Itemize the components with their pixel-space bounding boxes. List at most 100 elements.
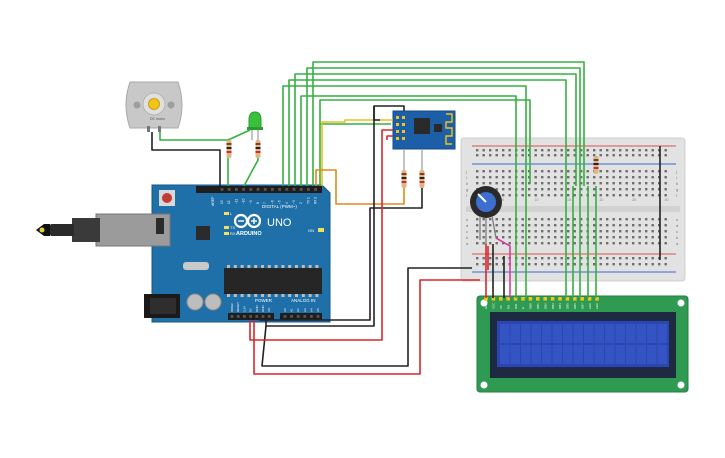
rail-hole[interactable]: [476, 257, 479, 260]
rail-hole[interactable]: [638, 257, 641, 260]
breadboard-hole[interactable]: [534, 236, 537, 239]
breadboard-hole[interactable]: [560, 236, 563, 239]
breadboard-hole[interactable]: [664, 236, 667, 239]
breadboard-hole[interactable]: [476, 242, 479, 245]
breadboard-hole[interactable]: [567, 188, 570, 191]
breadboard-hole[interactable]: [541, 242, 544, 245]
breadboard-hole[interactable]: [502, 224, 505, 227]
rail-hole[interactable]: [495, 263, 498, 266]
breadboard-hole[interactable]: [645, 230, 648, 233]
breadboard-hole[interactable]: [489, 236, 492, 239]
lcd-pin[interactable]: [565, 297, 570, 301]
breadboard-hole[interactable]: [521, 188, 524, 191]
rail-hole[interactable]: [521, 154, 524, 157]
breadboard-hole[interactable]: [619, 194, 622, 197]
breadboard-hole[interactable]: [482, 182, 485, 185]
breadboard-hole[interactable]: [612, 218, 615, 221]
wire-esp-divider[interactable]: [315, 169, 405, 205]
breadboard-hole[interactable]: [489, 170, 492, 173]
analog-pin[interactable]: [296, 315, 300, 318]
breadboard-hole[interactable]: [567, 182, 570, 185]
breadboard-hole[interactable]: [489, 230, 492, 233]
digital-pin[interactable]: [242, 188, 245, 191]
breadboard-hole[interactable]: [567, 236, 570, 239]
wire-esp-en[interactable]: [386, 135, 393, 140]
breadboard-hole[interactable]: [619, 236, 622, 239]
rail-hole[interactable]: [573, 154, 576, 157]
rail-hole[interactable]: [645, 257, 648, 260]
breadboard-hole[interactable]: [664, 176, 667, 179]
breadboard-hole[interactable]: [476, 182, 479, 185]
rail-hole[interactable]: [567, 263, 570, 266]
rail-hole[interactable]: [593, 263, 596, 266]
breadboard-hole[interactable]: [573, 176, 576, 179]
breadboard-hole[interactable]: [528, 236, 531, 239]
rail-hole[interactable]: [547, 257, 550, 260]
breadboard-hole[interactable]: [580, 230, 583, 233]
breadboard-hole[interactable]: [593, 218, 596, 221]
breadboard-hole[interactable]: [593, 242, 596, 245]
breadboard-hole[interactable]: [632, 236, 635, 239]
rail-hole[interactable]: [658, 263, 661, 266]
potentiometer-knob-icon[interactable]: [470, 186, 502, 244]
rail-hole[interactable]: [534, 263, 537, 266]
rail-hole[interactable]: [573, 257, 576, 260]
breadboard-hole[interactable]: [612, 194, 615, 197]
rail-hole[interactable]: [593, 154, 596, 157]
breadboard-hole[interactable]: [573, 182, 576, 185]
rail-hole[interactable]: [664, 149, 667, 152]
rail-hole[interactable]: [645, 154, 648, 157]
rail-hole[interactable]: [625, 263, 628, 266]
breadboard-hole[interactable]: [547, 242, 550, 245]
breadboard-hole[interactable]: [651, 170, 654, 173]
wire-esp-rx[interactable]: [321, 119, 393, 186]
wire-led-anode[interactable]: [227, 129, 251, 141]
lcd-pin[interactable]: [528, 297, 533, 301]
wire-pot-v0[interactable]: [495, 237, 511, 298]
wire-esp-vcc[interactable]: [249, 129, 393, 341]
breadboard-hole[interactable]: [573, 188, 576, 191]
rail-hole[interactable]: [638, 149, 641, 152]
rail-hole[interactable]: [534, 149, 537, 152]
breadboard-hole[interactable]: [580, 182, 583, 185]
breadboard-hole[interactable]: [482, 218, 485, 221]
breadboard-hole[interactable]: [508, 224, 511, 227]
digital-pin[interactable]: [220, 188, 224, 191]
resistor-icon[interactable]: [226, 140, 232, 158]
breadboard-hole[interactable]: [573, 236, 576, 239]
breadboard-hole[interactable]: [554, 242, 557, 245]
breadboard-hole[interactable]: [495, 242, 498, 245]
rail-hole[interactable]: [476, 263, 479, 266]
breadboard-hole[interactable]: [541, 188, 544, 191]
breadboard-hole[interactable]: [651, 182, 654, 185]
breadboard-hole[interactable]: [560, 218, 563, 221]
esp-pin[interactable]: [402, 130, 405, 133]
breadboard-hole[interactable]: [476, 224, 479, 227]
lcd-pin[interactable]: [587, 297, 592, 301]
breadboard-hole[interactable]: [619, 230, 622, 233]
rail-hole[interactable]: [612, 263, 615, 266]
digital-pin[interactable]: [285, 188, 289, 191]
breadboard-hole[interactable]: [625, 218, 628, 221]
breadboard-hole[interactable]: [554, 188, 557, 191]
breadboard-hole[interactable]: [554, 218, 557, 221]
breadboard-hole[interactable]: [560, 182, 563, 185]
rail-hole[interactable]: [547, 149, 550, 152]
rail-hole[interactable]: [638, 263, 641, 266]
breadboard-hole[interactable]: [612, 182, 615, 185]
breadboard-hole[interactable]: [541, 224, 544, 227]
rail-hole[interactable]: [489, 149, 492, 152]
rail-hole[interactable]: [482, 257, 485, 260]
breadboard-hole[interactable]: [554, 170, 557, 173]
breadboard-hole[interactable]: [664, 224, 667, 227]
breadboard-hole[interactable]: [632, 182, 635, 185]
breadboard-hole[interactable]: [625, 242, 628, 245]
breadboard-hole[interactable]: [593, 194, 596, 197]
breadboard-hole[interactable]: [476, 176, 479, 179]
lcd-pin[interactable]: [506, 297, 510, 301]
power-pin[interactable]: [236, 315, 240, 318]
power-pin[interactable]: [255, 315, 259, 318]
wire-gnd-loop[interactable]: [265, 106, 375, 327]
rail-hole[interactable]: [632, 149, 635, 152]
resistor-icon[interactable]: [255, 140, 261, 158]
